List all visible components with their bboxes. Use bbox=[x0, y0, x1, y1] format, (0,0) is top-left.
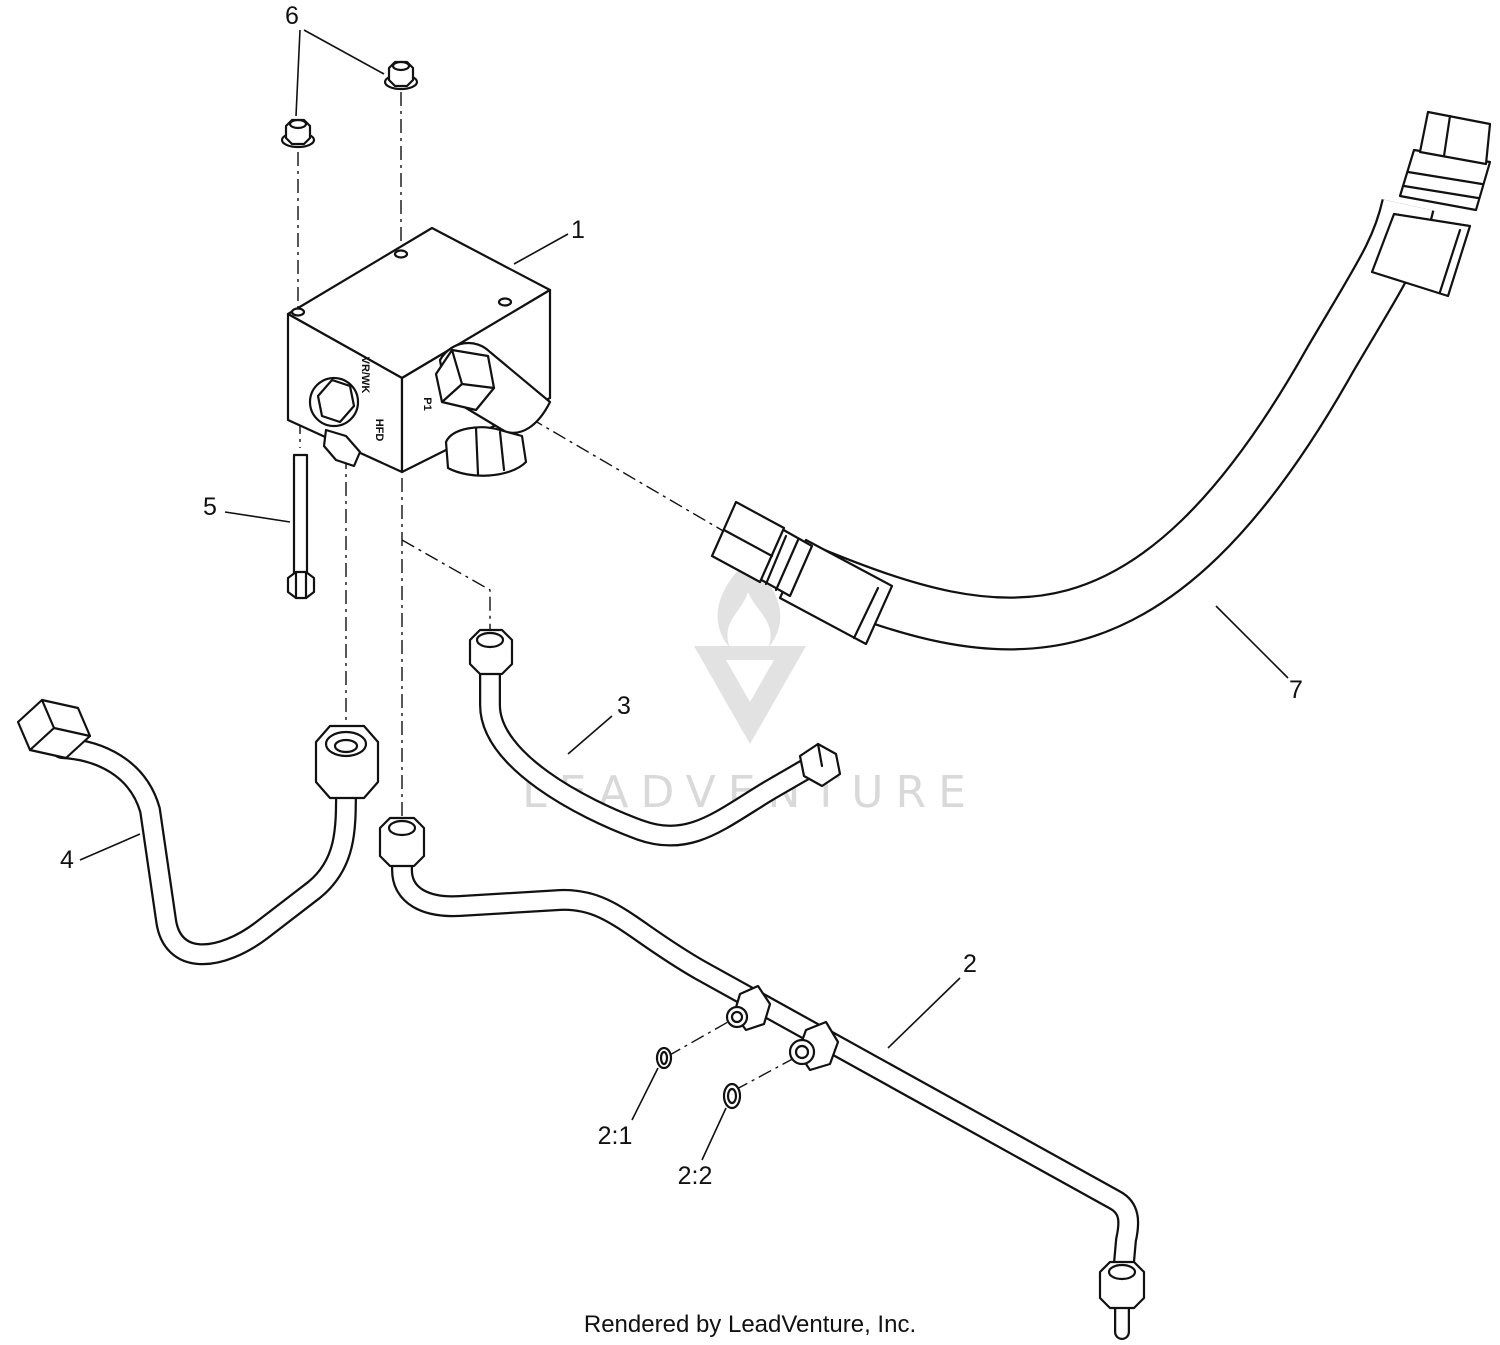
hose-7 bbox=[710, 110, 1492, 651]
callout-2-1: 2:1 bbox=[598, 1122, 633, 1150]
o-rings bbox=[655, 1046, 742, 1110]
block-stamp-hfd: HFD bbox=[373, 419, 385, 442]
flange-nuts-6 bbox=[280, 60, 419, 149]
callout-3: 3 bbox=[617, 692, 631, 720]
tube-4 bbox=[16, 698, 380, 966]
callouts: 6 1 5 7 3 4 2 2:1 2:2 bbox=[60, 2, 1303, 1190]
tube-2 bbox=[378, 816, 1146, 1340]
callout-5: 5 bbox=[203, 493, 217, 521]
block-stamp-p1: P1 bbox=[421, 397, 433, 410]
tube-3 bbox=[468, 628, 842, 847]
callout-2-2: 2:2 bbox=[678, 1162, 713, 1190]
bolt-5 bbox=[286, 453, 316, 600]
watermark-v-icon bbox=[694, 646, 806, 744]
callout-leaders bbox=[79, 29, 1289, 1161]
callout-2: 2 bbox=[963, 950, 977, 978]
callout-7: 7 bbox=[1289, 676, 1303, 704]
callout-6: 6 bbox=[285, 2, 299, 30]
render-credit: Rendered by LeadVenture, Inc. bbox=[584, 1311, 916, 1338]
valve-block-1: HFD VR/WK P1 bbox=[286, 226, 552, 477]
callout-1: 1 bbox=[571, 216, 585, 244]
block-stamp-vrwk: VR/WK bbox=[359, 357, 371, 394]
callout-4: 4 bbox=[60, 846, 74, 874]
